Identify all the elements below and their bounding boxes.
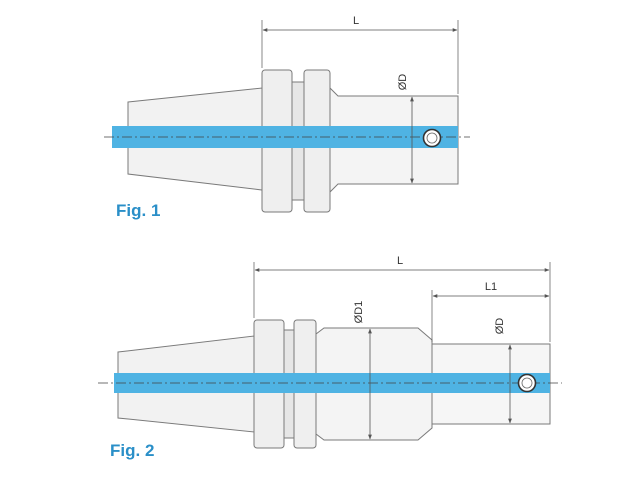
fig2-L-label: L xyxy=(397,255,403,267)
fig1-L-label: L xyxy=(353,15,359,27)
fig1-label: Fig. 1 xyxy=(116,201,160,220)
fig1-D-label: ØD xyxy=(397,74,409,91)
fig2-clamp-screw-inner xyxy=(521,377,533,389)
fig2-D-label: ØD xyxy=(494,318,506,335)
figure-2: L L1 ØD1 ØD Fig. 2 xyxy=(98,255,562,460)
fig2-L1-label: L1 xyxy=(485,281,497,293)
fig1-clamp-screw-inner xyxy=(426,132,438,144)
fig2-label: Fig. 2 xyxy=(110,441,154,460)
figure-1: L ØD Fig. 1 xyxy=(104,15,470,220)
fig2-D1-label: ØD1 xyxy=(353,301,365,324)
